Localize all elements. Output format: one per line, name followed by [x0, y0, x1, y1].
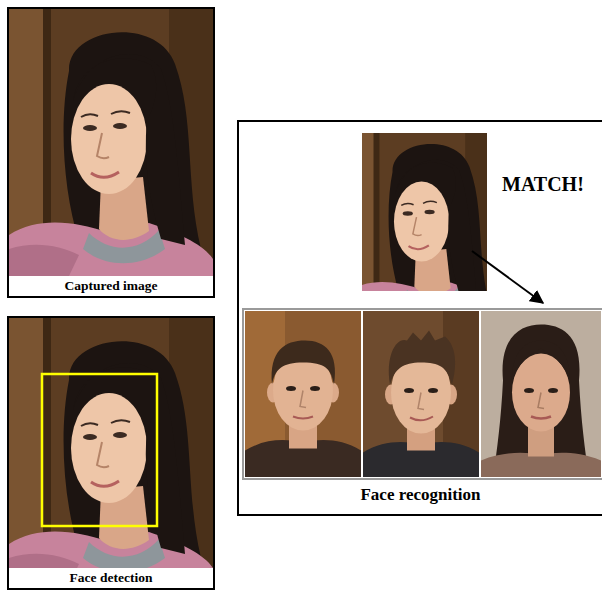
recognition-panel: MATCH! Face recognition — [237, 120, 602, 516]
photo-panel: Captured image — [7, 7, 215, 298]
gallery-face — [481, 311, 601, 478]
captured-photo — [9, 9, 213, 276]
woman-portrait — [9, 318, 213, 585]
caption: Face recognition — [239, 484, 602, 506]
photo-panel: Face detection — [7, 316, 215, 590]
woman-portrait — [481, 311, 601, 478]
query-photo — [349, 127, 497, 321]
detection-box — [42, 374, 157, 526]
query-photo — [349, 127, 497, 321]
detection-photo — [9, 318, 213, 585]
man-portrait — [363, 311, 479, 478]
detection-photo — [9, 318, 213, 585]
gallery-face — [245, 311, 361, 478]
caption: Face detection — [9, 568, 213, 588]
woman-portrait — [349, 127, 497, 321]
gallery-face — [363, 311, 479, 478]
woman-portrait — [9, 9, 213, 276]
gallery-strip — [243, 309, 602, 479]
man-portrait — [245, 311, 361, 478]
gallery-frame — [243, 309, 602, 479]
caption: Captured image — [9, 276, 213, 296]
match-arrow — [472, 251, 543, 303]
match-label: MATCH! — [502, 172, 584, 196]
captured-photo — [9, 9, 213, 276]
